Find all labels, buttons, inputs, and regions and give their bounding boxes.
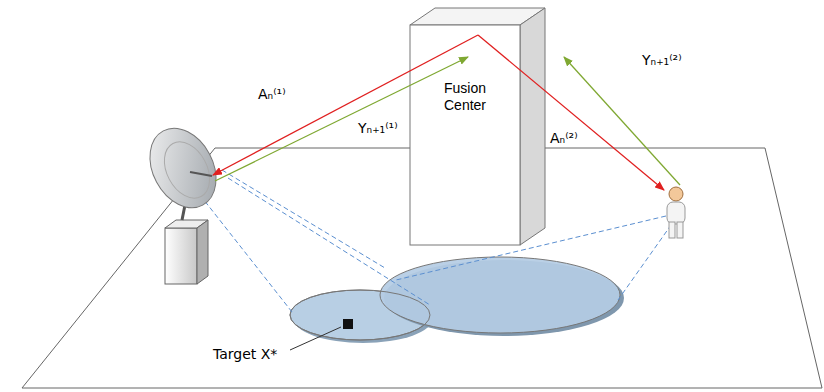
fusion-center: Fusion Center: [410, 25, 520, 245]
action-arrow: [478, 35, 664, 190]
node-title: Fusion Center: [434, 80, 496, 114]
signal-label: Yₙ₊₁⁽²⁾: [642, 52, 682, 69]
coverage-outline: [290, 290, 430, 340]
coverage-area: [380, 257, 620, 333]
signal-label: Aₙ⁽¹⁾: [258, 86, 286, 103]
fusion-center-box: [410, 8, 545, 245]
radar-dish: [137, 117, 229, 284]
signal-label: Aₙ⁽²⁾: [550, 130, 578, 147]
target-square: [343, 319, 353, 329]
action-arrow: [213, 35, 478, 175]
person-figure: [667, 187, 685, 238]
observation-arrow: [215, 57, 468, 181]
signal-label: Yₙ₊₁⁽¹⁾: [358, 120, 398, 137]
target-label: Target X*: [213, 346, 277, 363]
observation-arrow: [564, 57, 680, 185]
leader-line: [290, 327, 341, 350]
